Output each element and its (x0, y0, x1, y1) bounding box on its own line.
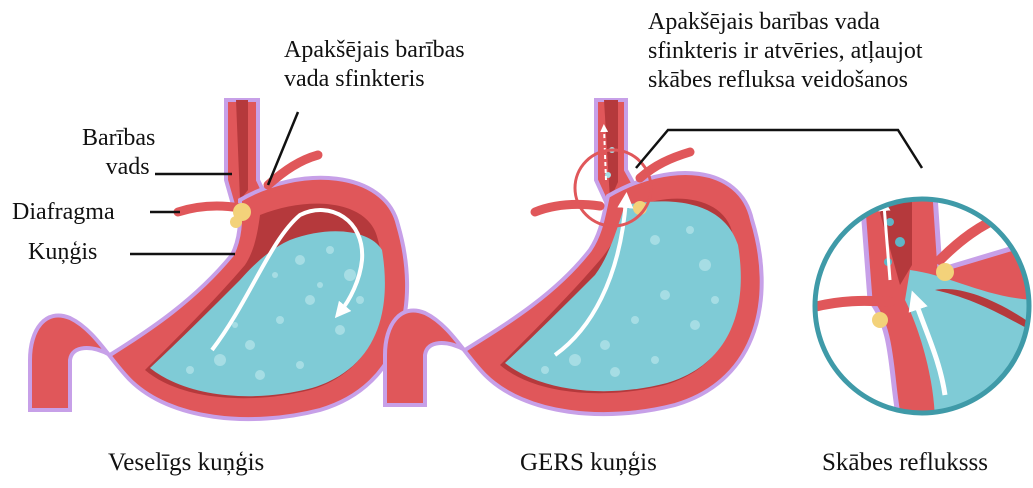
caption-reflux: Skābes refluksss (822, 448, 988, 478)
zoom-leader (636, 130, 922, 168)
label-sphincter: Apakšējais barības vada sfinkteris (284, 36, 465, 94)
reflux-zoom (810, 195, 1033, 425)
label-stomach: Kuņģis (28, 238, 97, 267)
caption-gerd: GERS kuņģis (520, 448, 657, 478)
label-diaphragm: Diafragma (12, 198, 115, 227)
diaphragm (178, 206, 240, 212)
gerd-stomach (385, 100, 762, 414)
label-esophagus: Barības vads (82, 124, 155, 182)
label-sphincter-open: Apakšējais barības vada sfinkteris ir at… (648, 8, 923, 95)
caption-healthy: Veselīgs kuņģis (108, 448, 264, 478)
